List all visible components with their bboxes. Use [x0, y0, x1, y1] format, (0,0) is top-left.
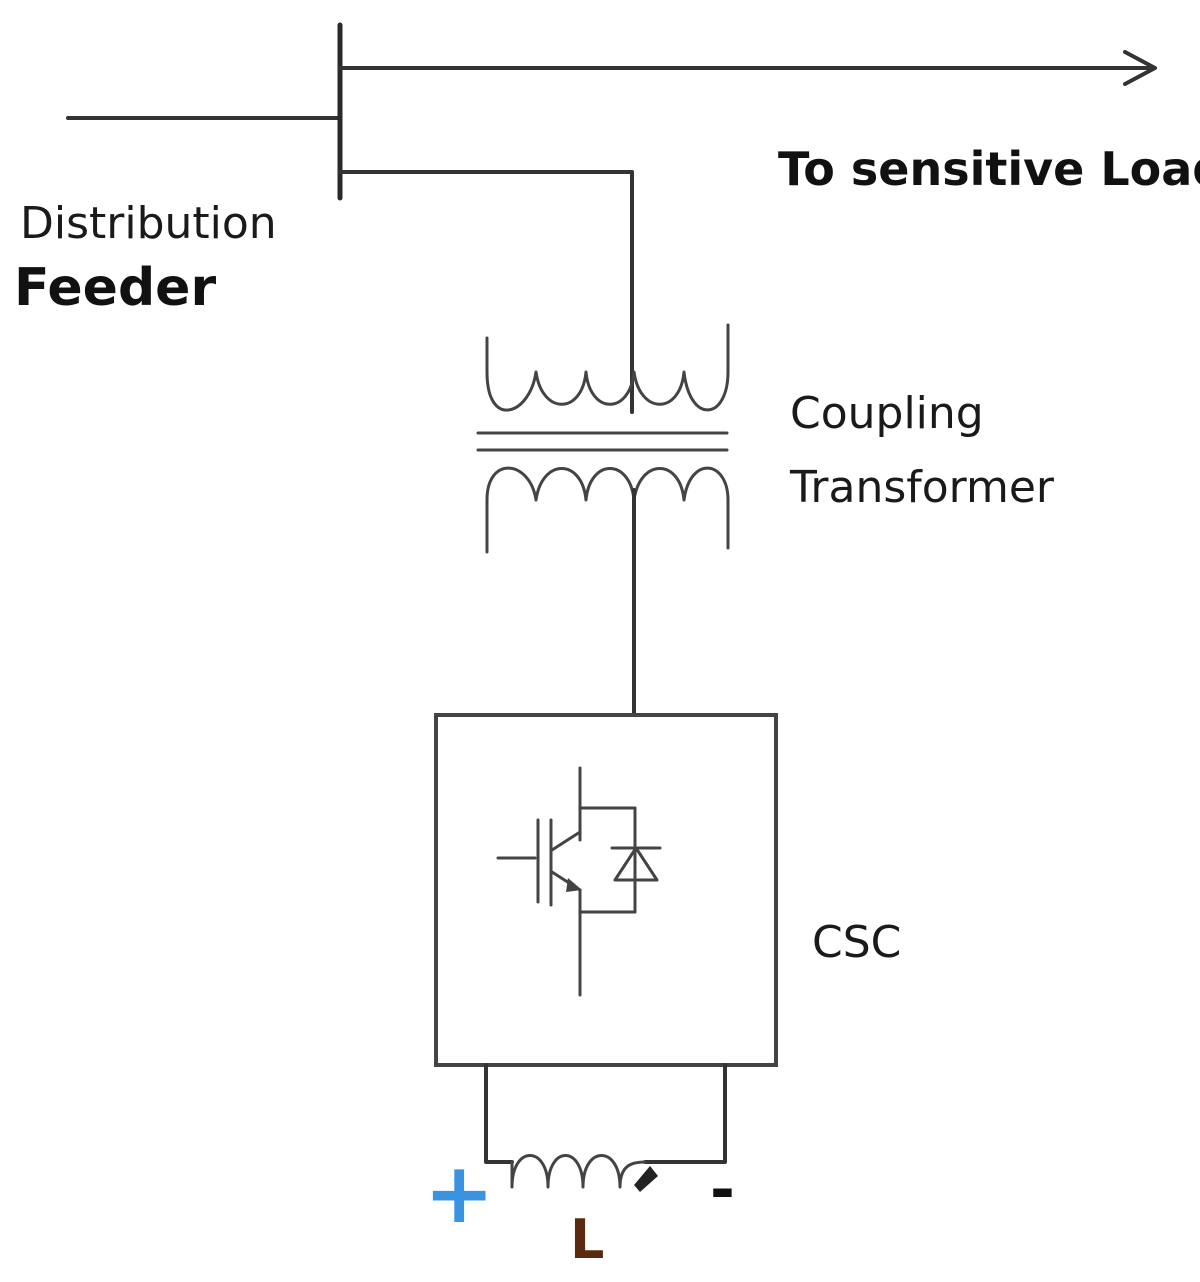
inductor-coil [510, 1154, 647, 1189]
inductor-label: L [570, 1208, 604, 1271]
inductor-dot-icon [634, 1166, 658, 1192]
minus-sign: - [710, 1155, 735, 1225]
primary-winding [485, 323, 730, 412]
coupling-transformer-symbol [476, 323, 730, 554]
feeder-label-line1: Distribution [20, 198, 277, 249]
load-label: To sensitive Load [778, 142, 1200, 196]
igbt-icon [496, 766, 637, 997]
plus-sign: + [424, 1144, 494, 1242]
arrow-head-icon [1123, 50, 1157, 86]
diode-icon [610, 846, 662, 882]
dc-left-wire [484, 1063, 514, 1164]
transformer-feed-wire [338, 170, 634, 414]
transformer-label-line2: Transformer [789, 462, 1055, 513]
feeder-label-line2: Feeder [14, 258, 216, 318]
load-line [338, 50, 1157, 86]
csc-box [434, 713, 778, 1067]
dc-right-wire [643, 1063, 727, 1164]
csc-label: CSC [812, 917, 901, 968]
secondary-winding [485, 466, 730, 554]
transformer-label-line1: Coupling [790, 388, 984, 439]
